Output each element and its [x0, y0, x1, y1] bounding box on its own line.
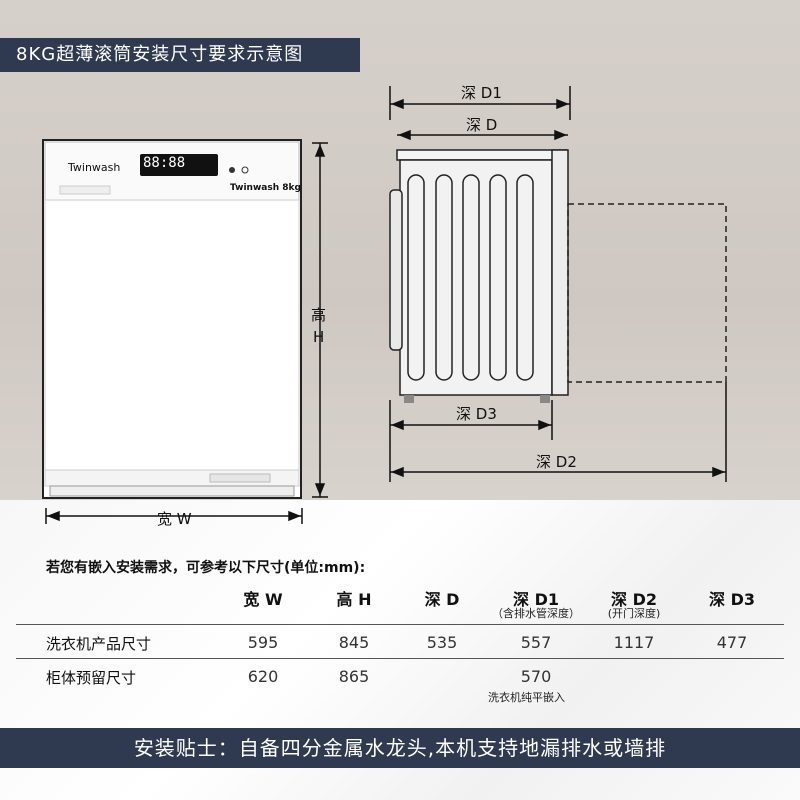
height-dimension-line: [312, 142, 328, 498]
height-label-cn: 高: [311, 306, 327, 324]
capacity-badge: Twinwash 8kg: [230, 183, 301, 193]
table-divider-middle: [16, 658, 784, 659]
product-d3: 477: [716, 633, 748, 652]
height-label-en: H: [313, 328, 325, 346]
product-d2: 1117: [613, 633, 655, 652]
width-dimension-line: [45, 508, 303, 524]
d2-label: 深 D2: [536, 453, 577, 471]
table-intro: 若您有嵌入安装需求，可参考以下尺寸(单位:mm):: [46, 560, 366, 576]
d1-label: 深 D1: [461, 84, 502, 102]
row-label-cabinet: 柜体预留尺寸: [46, 669, 137, 687]
d-dimension-line: [397, 129, 568, 141]
col-head-d1: 深 D1: [513, 590, 559, 609]
col-head-width: 宽 W: [243, 590, 283, 609]
cabinet-note: 洗衣机纯平嵌入: [488, 691, 565, 704]
col-head-d3: 深 D3: [709, 590, 755, 609]
washer-front-view: [42, 139, 302, 499]
footer-tip: 安装贴士：自备四分金属水龙头,本机支持地漏排水或墙排: [0, 728, 800, 768]
col-head-depth: 深 D: [424, 590, 460, 609]
col-sub-d2: (开门深度): [607, 607, 661, 620]
row-label-product: 洗衣机产品尺寸: [46, 635, 152, 653]
cabinet-width: 620: [247, 667, 279, 686]
brand-logo: Twinwash: [68, 161, 121, 174]
table-divider-top: [16, 624, 784, 625]
cabinet-height: 865: [338, 667, 370, 686]
cabinet-d1: 570: [520, 667, 552, 686]
d2-dimension-line: [390, 382, 727, 482]
d1-dimension-line: [389, 86, 571, 120]
control-display: 88:88: [143, 155, 186, 171]
d3-label: 深 D3: [456, 405, 497, 423]
width-label: 宽 W: [157, 510, 192, 528]
product-height: 845: [338, 633, 370, 652]
d-label: 深 D: [466, 116, 498, 134]
product-d1: 557: [520, 633, 552, 652]
product-width: 595: [247, 633, 279, 652]
title-banner: 8KG超薄滚筒安装尺寸要求示意图: [0, 38, 360, 72]
installation-diagram: [42, 86, 727, 524]
d3-dimension-line: [389, 400, 553, 482]
col-sub-d1: （含排水管深度）: [492, 607, 580, 620]
washer-side-view: [389, 149, 727, 403]
product-depth: 535: [426, 633, 458, 652]
col-head-d2: 深 D2: [611, 590, 657, 609]
col-head-height: 高 H: [336, 590, 372, 609]
